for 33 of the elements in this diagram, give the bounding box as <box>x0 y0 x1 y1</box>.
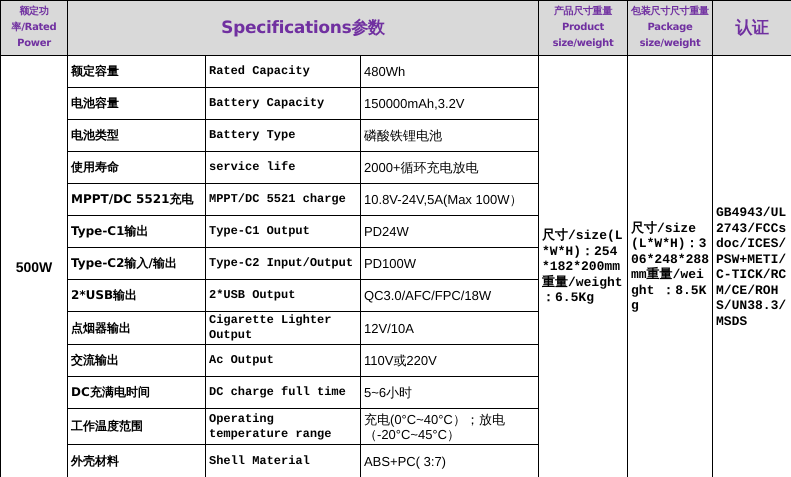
table-cell: 2*USB Output <box>206 280 360 312</box>
table-cell: 交流输出 <box>68 344 206 376</box>
table-cell: Type-C1输出 <box>68 216 206 248</box>
header-cell: 认证 <box>712 0 791 56</box>
table-cell: DC charge full time <box>206 376 360 408</box>
table-cell: 使用寿命 <box>68 152 206 184</box>
table-cell: Cigarette Lighter Output <box>206 312 360 344</box>
table-cell: 480Wh <box>360 56 538 88</box>
table-cell: Type-C2输入/输出 <box>68 248 206 280</box>
table-cell: 外壳材料 <box>68 444 206 477</box>
table-cell: MPPT/DC 5521 charge <box>206 184 360 216</box>
table-cell: service life <box>206 152 360 184</box>
table-cell: Rated Capacity <box>206 56 360 88</box>
table-cell: Type-C2 Input/Output <box>206 248 360 280</box>
table-cell: 工作温度范围 <box>68 408 206 444</box>
table-cell: 点烟器输出 <box>68 312 206 344</box>
table-cell: 电池类型 <box>68 120 206 152</box>
table-cell: MPPT/DC 5521充电 <box>68 184 206 216</box>
table-cell: Type-C1 Output <box>206 216 360 248</box>
table-cell: 2*USB输出 <box>68 280 206 312</box>
table-cell: Battery Type <box>206 120 360 152</box>
table-cell: 500W <box>0 56 68 477</box>
table-cell: DC充满电时间 <box>68 376 206 408</box>
table-cell: Ac Output <box>206 344 360 376</box>
table-cell: 尺寸/size(L*W*H)：254*182*200mm重量/weight ：6.5Kg <box>538 56 628 477</box>
header-cell: 额定功率/Rated Power <box>0 0 68 56</box>
header-cell: 包装尺寸尺寸重量 Package size/weight <box>628 0 712 56</box>
table-cell: Operating temperature range <box>206 408 360 444</box>
header-cell: Specifications参数 <box>68 0 538 56</box>
table-cell: 电池容量 <box>68 88 206 120</box>
header-cell: 产品尺寸重量 Product size/weight <box>538 0 628 56</box>
table-cell: 额定容量 <box>68 56 206 88</box>
table-cell: Battery Capacity <box>206 88 360 120</box>
